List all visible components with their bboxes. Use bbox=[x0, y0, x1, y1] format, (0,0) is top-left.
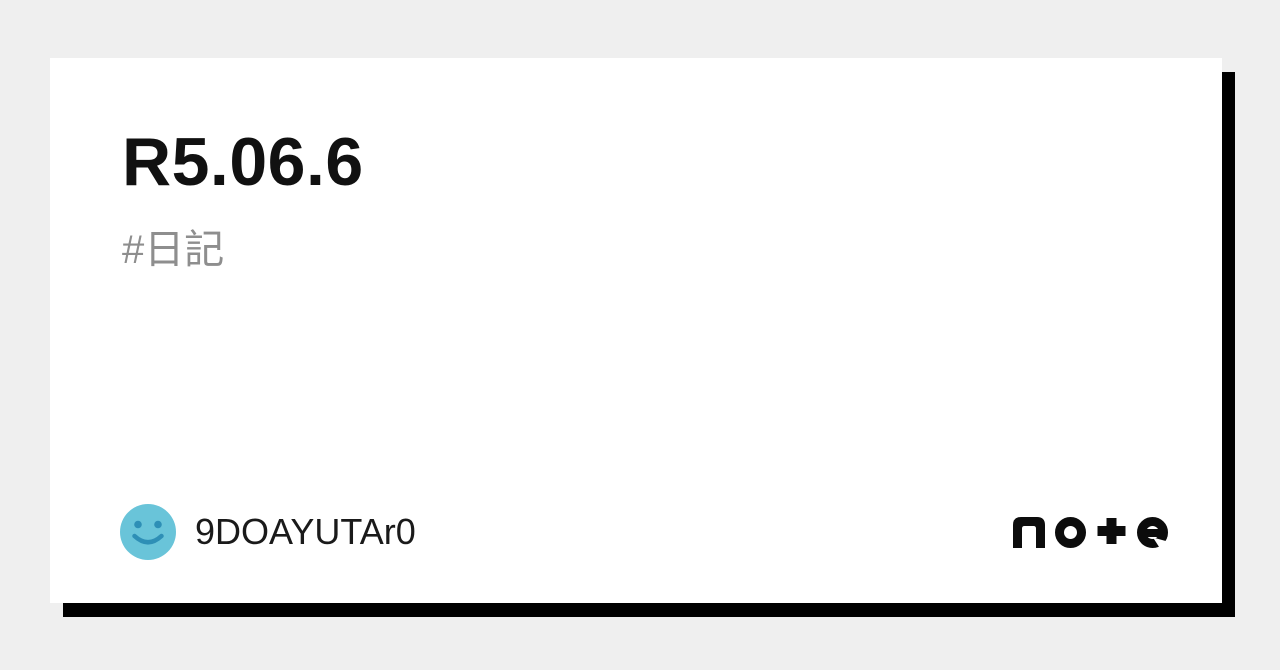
note-logo-letter-o bbox=[1055, 517, 1086, 548]
note-logo-letter-e-crossbar bbox=[1140, 529, 1168, 537]
avatar-circle bbox=[120, 504, 176, 560]
note-logo-glyphs bbox=[1013, 517, 1168, 548]
note-logo bbox=[1013, 517, 1168, 548]
smiley-face-icon bbox=[120, 504, 176, 560]
article-hashtags: #日記 bbox=[122, 228, 225, 272]
avatar-right-eye bbox=[154, 520, 162, 529]
avatar bbox=[120, 504, 176, 560]
note-og-card: R5.06.6 #日記 9DOAYUTAr0 bbox=[50, 58, 1222, 603]
avatar-left-eye bbox=[134, 520, 142, 529]
article-title: R5.06.6 bbox=[122, 124, 364, 200]
author-name: 9DOAYUTAr0 bbox=[195, 511, 416, 552]
note-logo-plus-horizontal bbox=[1097, 526, 1126, 536]
avatar-smile bbox=[132, 533, 164, 545]
note-logo-letter-n bbox=[1013, 517, 1045, 548]
note-logo-icon bbox=[1013, 517, 1168, 548]
note-logo-letter-e-cut bbox=[1153, 537, 1168, 548]
